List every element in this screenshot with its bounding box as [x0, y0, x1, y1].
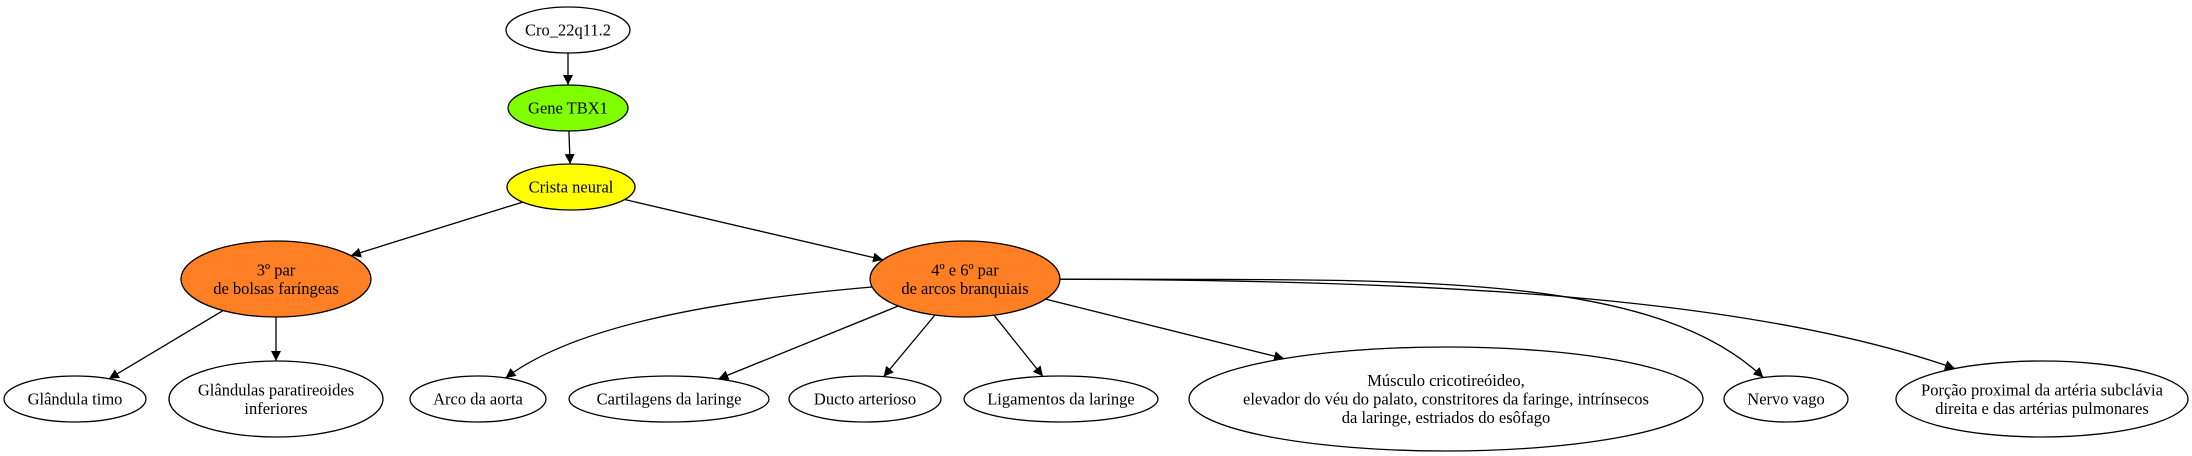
- node-timo: Glândula timo: [3, 375, 147, 423]
- node-cartilagens: Cartilagens da laringe: [568, 375, 770, 423]
- node-ducto-shape: [788, 375, 942, 423]
- node-ducto: Ducto arterioso: [788, 375, 942, 423]
- edge-arcos-ligamentos: [993, 314, 1044, 377]
- node-musculo-label: Músculo cricotireóideo,: [1367, 371, 1525, 390]
- node-cartilagens-shape: [568, 375, 770, 423]
- node-ducto-label: Ducto arterioso: [814, 390, 916, 409]
- node-aorta-label: Arco da aorta: [433, 390, 523, 409]
- edge-arcos-ducto: [883, 314, 936, 378]
- edge-arcos-aorta: [505, 286, 873, 379]
- edge-crista-bolsas: [350, 201, 523, 258]
- node-cro-shape: [505, 6, 631, 54]
- node-bolsas-label: 3º par: [257, 260, 296, 279]
- node-musculo: Músculo cricotireóideo,elevador do véu d…: [1188, 346, 1704, 452]
- node-paratireoides-shape: [168, 360, 384, 438]
- node-ligamentos-shape: [963, 375, 1159, 423]
- node-arcos-label: 4º e 6º par: [931, 260, 999, 279]
- node-timo-shape: [3, 375, 147, 423]
- node-musculo-label: elevador do véu do palato, constritores …: [1243, 390, 1649, 409]
- edge-arcos-vago: [1059, 278, 1764, 379]
- edge-crista-arcos: [624, 198, 884, 263]
- node-porcao-shape: [1895, 360, 2189, 438]
- node-cartilagens-label: Cartilagens da laringe: [597, 390, 742, 409]
- node-aorta-shape: [409, 375, 547, 423]
- node-vago-label: Nervo vago: [1747, 390, 1824, 409]
- node-porcao: Porção proximal da artéria subcláviadire…: [1895, 360, 2189, 438]
- node-tbx1-label: Gene TBX1: [528, 99, 608, 118]
- node-ligamentos: Ligamentos da laringe: [963, 375, 1159, 423]
- node-crista-label: Crista neural: [529, 178, 614, 197]
- node-porcao-label: Porção proximal da artéria subclávia: [1921, 380, 2164, 399]
- node-timo-label: Glândula timo: [28, 390, 123, 409]
- node-arcos-label: de arcos branquiais: [901, 279, 1028, 298]
- edge-arcos-porcao: [1059, 278, 1956, 370]
- node-bolsas-shape: [180, 240, 372, 318]
- node-tbx1-shape: [507, 84, 629, 132]
- edge-tbx1-crista: [564, 130, 575, 165]
- node-crista: Crista neural: [506, 163, 636, 211]
- node-musculo-label: da laringe, estriados do esôfago: [1342, 408, 1550, 427]
- node-cro-label: Cro_22q11.2: [525, 21, 611, 40]
- node-tbx1: Gene TBX1: [507, 84, 629, 132]
- node-arcos-shape: [869, 240, 1061, 318]
- node-musculo-shape: [1188, 346, 1704, 452]
- node-vago: Nervo vago: [1723, 375, 1849, 423]
- node-porcao-label: direita e das artérias pulmonares: [1935, 399, 2149, 418]
- node-ligamentos-label: Ligamentos da laringe: [987, 390, 1135, 409]
- edge-bolsas-timo: [108, 310, 224, 380]
- node-aorta: Arco da aorta: [409, 375, 547, 423]
- edge-arcos-musculo: [1045, 298, 1285, 362]
- node-bolsas-label: de bolsas faríngeas: [213, 279, 339, 298]
- node-paratireoides-label: inferiores: [244, 399, 307, 418]
- node-paratireoides-label: Glândulas paratireoides: [198, 380, 354, 399]
- node-crista-shape: [506, 163, 636, 211]
- node-vago-shape: [1723, 375, 1849, 423]
- node-cro: Cro_22q11.2: [505, 6, 631, 54]
- edge-arcos-cartilagens: [718, 305, 899, 380]
- edges: [108, 53, 1956, 380]
